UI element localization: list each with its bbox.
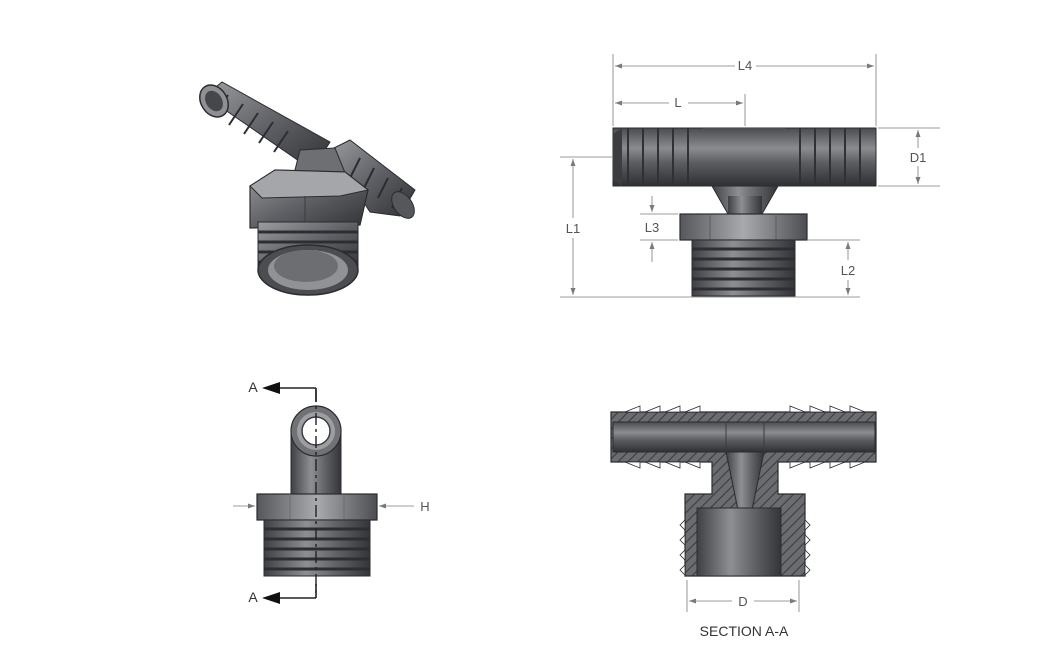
section-marker-top: A [248,379,258,395]
section-cut-line [276,387,317,599]
side-view [256,382,378,604]
iso-threaded-shank [257,221,359,296]
dim-label-l1: L1 [566,221,580,236]
dim-label-l2: L2 [841,263,855,278]
dim-label-d: D [738,594,747,609]
iso-hex-nut [249,169,370,229]
section-arrow-top [262,382,280,394]
side-thread [263,519,371,577]
front-hex-nut [679,213,808,241]
iso-barb-left [199,81,331,171]
side-hex-nut [256,493,378,521]
dim-label-l4: L4 [738,58,752,73]
section-arrow-bottom [262,592,280,604]
front-thread [691,239,796,297]
section-caption: SECTION A-A [700,623,789,639]
isometric-view [199,81,416,296]
dim-label-l3: L3 [645,220,659,235]
dim-label-l: L [674,95,681,110]
dim-label-h: H [420,499,429,514]
section-view [610,405,877,577]
section-marker-bottom: A [248,589,258,605]
front-barb-tube [612,127,877,187]
front-view [612,127,877,297]
dim-label-d1: D1 [910,150,927,165]
